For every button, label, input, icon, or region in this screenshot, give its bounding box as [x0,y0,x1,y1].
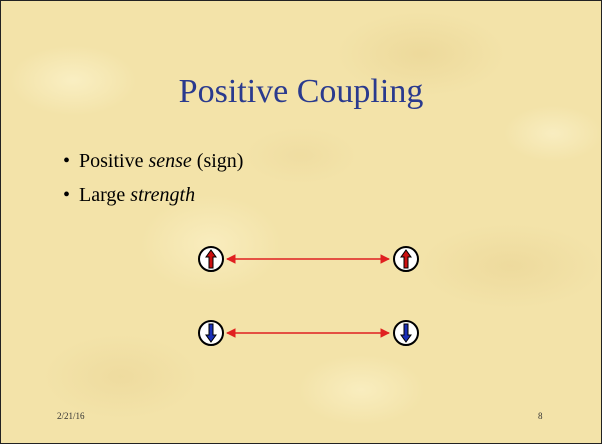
coupling-row-down [198,320,419,346]
bullet-list: • Positive sense (sign) • Large strength [63,144,243,212]
bullet-text: Positive [79,150,149,172]
spin-down-icon [198,320,224,346]
bullet-text: Large [79,184,131,206]
slide-title: Positive Coupling [178,73,424,110]
bullet-item: • Positive sense (sign) [63,144,243,178]
spin-up-icon [198,246,224,272]
slide-number: 8 [538,411,543,421]
bullet-text-suffix: (sign) [191,150,244,172]
coupling-row-up [198,246,419,272]
bullet-emphasis: strength [130,184,196,206]
spin-down-icon [393,320,419,346]
footer-date: 2/21/16 [57,411,85,421]
spin-up-icon [393,246,419,272]
bullet-dot: • [63,150,71,172]
bullet-item: • Large strength [63,178,243,212]
bullet-emphasis: sense [148,150,192,172]
bullet-dot: • [63,184,71,206]
